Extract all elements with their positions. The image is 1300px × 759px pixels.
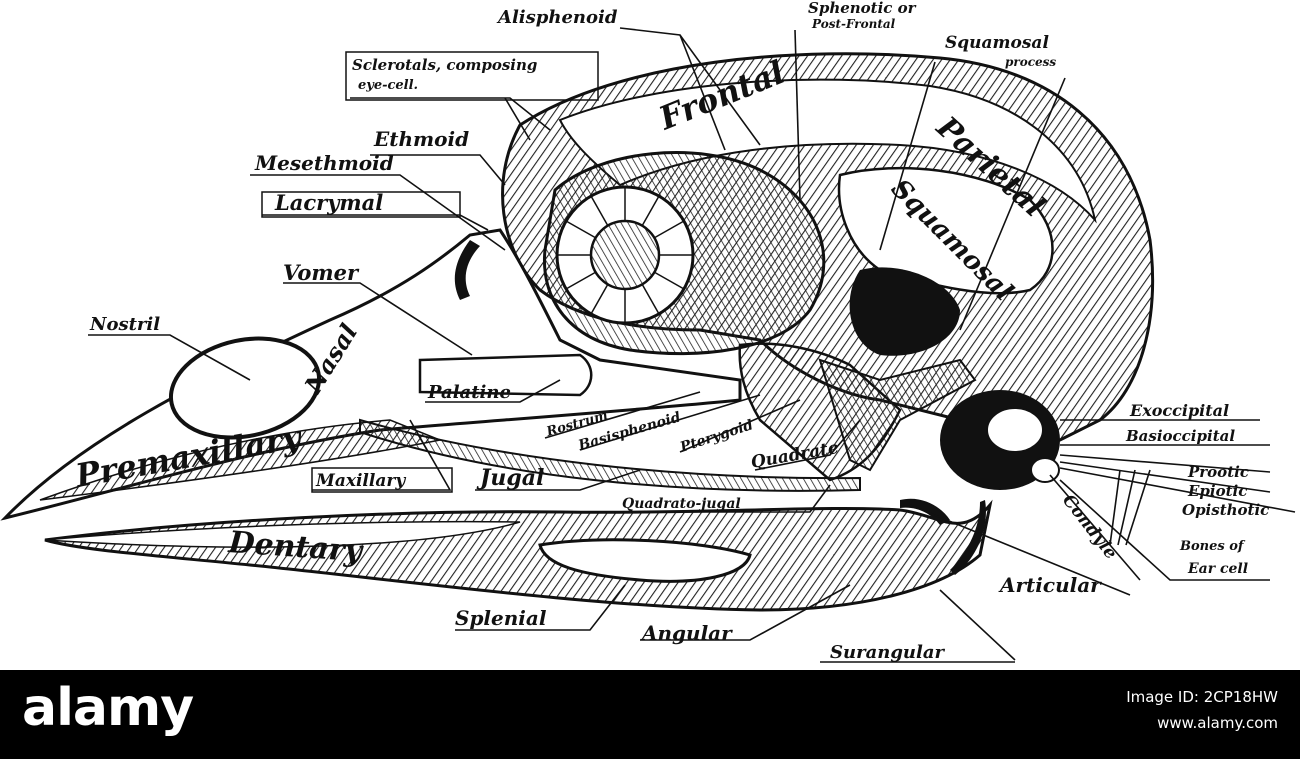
label-sphenotic: Sphenotic or bbox=[808, 0, 917, 17]
label-sclerotals-2: eye-cell. bbox=[358, 78, 418, 93]
label-palatine: Palatine bbox=[427, 382, 511, 403]
label-alisphenoid: Alisphenoid bbox=[496, 7, 618, 28]
palate-complex bbox=[738, 342, 1060, 490]
label-ethmoid: Ethmoid bbox=[373, 127, 469, 151]
label-pterygoid: Pterygoid bbox=[677, 417, 755, 456]
label-bones-of-ear-2: Ear cell bbox=[1187, 561, 1248, 577]
label-jugal: Jugal bbox=[476, 465, 544, 491]
label-mesethmoid: Mesethmoid bbox=[254, 151, 394, 175]
label-maxillary: Maxillary bbox=[315, 471, 406, 491]
label-quadrato-jugal: Quadrato-jugal bbox=[622, 496, 741, 512]
label-squamosal-process-2: process bbox=[1005, 55, 1056, 69]
upper-beak bbox=[0, 228, 861, 521]
label-exoccipital: Exoccipital bbox=[1129, 401, 1229, 420]
label-lacrymal: Lacrymal bbox=[274, 190, 383, 215]
label-opisthotic: Opisthotic bbox=[1182, 501, 1269, 519]
label-articular: Articular bbox=[998, 573, 1102, 597]
label-prootic: Prootic bbox=[1187, 463, 1249, 481]
image-url: www.alamy.com bbox=[1157, 714, 1278, 732]
label-basioccipital: Basioccipital bbox=[1125, 427, 1235, 445]
label-surangular: Surangular bbox=[830, 642, 945, 663]
skull-diagram: Frontal Parietal Squamosal Nasal Premaxi… bbox=[0, 0, 1296, 663]
image-credit: Image ID: 2CP18HW www.alamy.com bbox=[1126, 684, 1278, 736]
label-bones-of-ear-1: Bones of bbox=[1179, 539, 1246, 554]
label-splenial: Splenial bbox=[455, 606, 547, 630]
leader-lines bbox=[88, 27, 1296, 663]
alamy-logo: alamy bbox=[22, 678, 194, 738]
label-nostril: Nostril bbox=[89, 314, 160, 335]
mandible bbox=[44, 498, 993, 612]
label-vomer: Vomer bbox=[283, 260, 360, 285]
image-id: Image ID: 2CP18HW bbox=[1126, 688, 1278, 706]
label-epiotic: Epiotic bbox=[1187, 482, 1247, 500]
label-squamosal-process-1: Squamosal bbox=[945, 33, 1049, 53]
watermark-bar: alamy Image ID: 2CP18HW www.alamy.com bbox=[0, 670, 1300, 759]
label-angular: Angular bbox=[640, 621, 733, 645]
label-post-frontal: Post-Frontal bbox=[811, 17, 896, 31]
label-sclerotals-1: Sclerotals, composing bbox=[352, 56, 537, 74]
sclerotic-ring bbox=[555, 185, 695, 325]
